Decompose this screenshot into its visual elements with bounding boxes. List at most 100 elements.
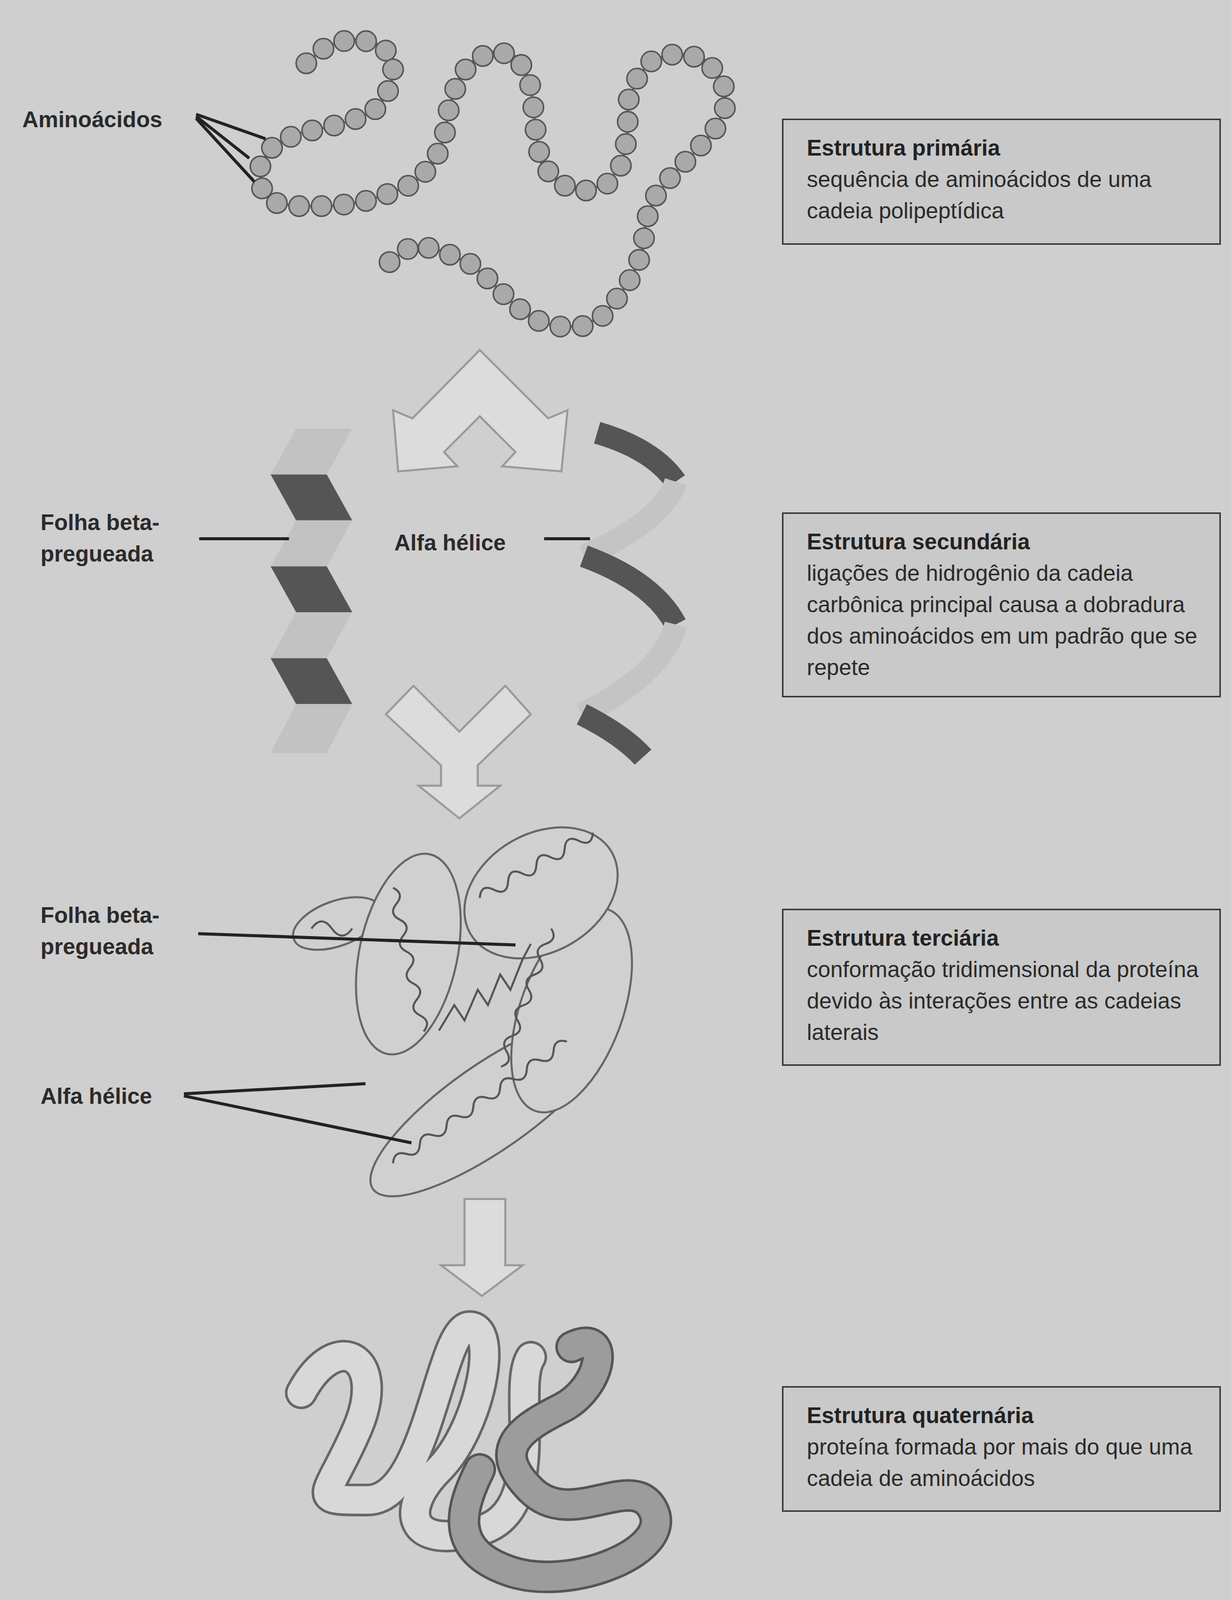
amino-acid-bead xyxy=(493,43,514,64)
amino-acid-bead xyxy=(377,80,398,101)
structure-box: Estrutura quaternáriaproteína formada po… xyxy=(781,1386,1221,1512)
box-heading: Estrutura terciária xyxy=(806,922,1208,954)
amino-acid-bead xyxy=(628,249,650,271)
amino-acid-bead xyxy=(617,111,639,132)
amino-acid-bead xyxy=(434,122,456,143)
amino-acid-bead xyxy=(455,59,476,80)
part-label: Alfa hélice xyxy=(394,527,547,559)
amino-acid-bead xyxy=(519,75,541,96)
amino-acid-bead xyxy=(472,45,493,66)
amino-acid-bead xyxy=(397,175,419,196)
amino-acid-bead xyxy=(418,237,439,258)
amino-acid-bead xyxy=(641,51,662,72)
amino-acid-bead xyxy=(295,53,317,74)
amino-acid-bead xyxy=(323,115,345,136)
part-label: Folha beta- pregueada xyxy=(40,506,193,570)
amino-acid-bead xyxy=(633,228,655,249)
structure-box: Estrutura secundárialigações de hidrogên… xyxy=(781,512,1221,698)
amino-acid-bead xyxy=(438,100,459,121)
amino-acid-bead xyxy=(572,315,593,337)
amino-acid-bead xyxy=(333,30,355,52)
amino-acid-bead xyxy=(529,141,550,162)
amino-acid-bead xyxy=(523,97,544,118)
amino-acid-bead xyxy=(683,46,704,67)
tertiary-fold xyxy=(286,800,657,1224)
amino-acid-bead xyxy=(509,299,531,320)
box-description: proteína formada por mais do que uma cad… xyxy=(806,1431,1208,1495)
structure-box: Estrutura primáriasequência de aminoácid… xyxy=(781,118,1221,245)
amino-acid-bead xyxy=(597,173,618,194)
amino-acid-bead xyxy=(592,305,613,326)
amino-acid-bead xyxy=(377,183,398,205)
amino-acid-bead xyxy=(415,161,436,182)
amino-acid-bead xyxy=(313,38,334,59)
box-heading: Estrutura quaternária xyxy=(806,1399,1208,1432)
amino-acid-bead xyxy=(618,89,640,110)
amino-acid-bead xyxy=(355,30,377,52)
down-arrow xyxy=(440,1199,523,1296)
part-label: Folha beta- pregueada xyxy=(40,899,193,963)
structure-box: Estrutura terciáriaconformação tridimens… xyxy=(781,908,1221,1066)
merge-arrow xyxy=(385,685,531,819)
tertiary-squiggles xyxy=(311,827,596,1168)
amino-acid-bead xyxy=(250,156,271,177)
amino-acid-bead xyxy=(266,192,287,213)
part-label: Aminoácidos xyxy=(22,103,190,136)
amino-acid-bead xyxy=(575,180,596,201)
amino-acid-bead xyxy=(355,190,377,211)
amino-acid-bead xyxy=(379,251,400,273)
amino-acid-bead xyxy=(713,76,734,97)
amino-acid-bead xyxy=(525,119,546,140)
leader-lines xyxy=(196,114,266,182)
amino-acid-bead xyxy=(427,143,449,164)
part-label: Alfa hélice xyxy=(40,1080,193,1112)
alpha-helix xyxy=(581,432,676,758)
amino-acid-bead xyxy=(460,253,481,275)
polypeptide-chain xyxy=(260,39,727,327)
amino-acid-bead xyxy=(538,161,559,182)
box-description: sequência de aminoácidos de uma cadeia p… xyxy=(806,163,1208,227)
amino-acid-bead xyxy=(280,126,302,147)
amino-acid-bead xyxy=(345,108,366,130)
amino-acid-bead xyxy=(675,151,696,172)
box-description: conformação tridimensional da proteína d… xyxy=(806,953,1208,1049)
amino-acid-bead xyxy=(302,120,323,141)
amino-acid-bead xyxy=(714,97,735,119)
amino-acid-bead xyxy=(606,288,627,309)
amino-acid-bead xyxy=(528,310,549,331)
amino-acid-bead xyxy=(288,196,310,217)
amino-acid-bead xyxy=(705,118,726,139)
amino-acid-bead xyxy=(444,78,466,99)
quaternary-chains xyxy=(301,1326,656,1577)
amino-acid-bead xyxy=(619,270,640,291)
amino-acid-bead xyxy=(262,137,283,159)
amino-acid-bead xyxy=(690,135,712,156)
amino-acid-bead xyxy=(493,283,514,305)
leader-lines xyxy=(183,933,516,1143)
amino-acid-bead xyxy=(701,57,723,79)
amino-acid-beads xyxy=(250,30,736,338)
amino-acid-bead xyxy=(439,244,461,265)
amino-acid-bead xyxy=(610,155,631,176)
amino-acid-bead xyxy=(661,44,683,65)
box-heading: Estrutura secundária xyxy=(806,526,1208,558)
amino-acid-bead xyxy=(375,40,396,61)
box-description: ligações de hidrogênio da cadeia carbôni… xyxy=(806,557,1208,684)
amino-acid-bead xyxy=(333,194,354,215)
amino-acid-bead xyxy=(554,175,575,196)
amino-acid-bead xyxy=(659,167,681,189)
amino-acid-bead xyxy=(510,54,532,76)
split-arrow xyxy=(393,350,568,472)
beta-sheet xyxy=(270,428,353,754)
amino-acid-bead xyxy=(364,98,386,120)
amino-acid-bead xyxy=(382,59,403,80)
amino-acid-bead xyxy=(645,185,666,206)
amino-acid-bead xyxy=(637,206,658,227)
amino-acid-bead xyxy=(311,196,332,217)
amino-acid-bead xyxy=(550,316,571,337)
amino-acid-bead xyxy=(477,268,498,289)
amino-acid-bead xyxy=(626,68,648,89)
box-heading: Estrutura primária xyxy=(806,132,1208,164)
amino-acid-bead xyxy=(615,133,637,155)
